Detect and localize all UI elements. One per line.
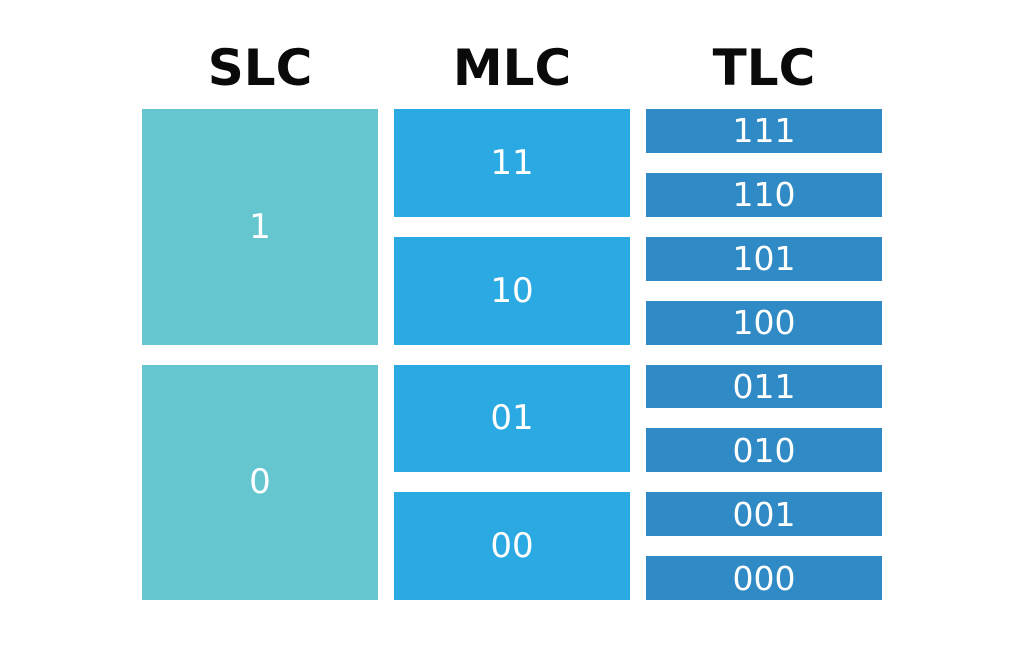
tlc-cell: 111: [646, 109, 882, 153]
tlc-cell-value: 111: [732, 111, 796, 151]
tlc-cell: 110: [646, 172, 882, 217]
tlc-cell-value: 100: [732, 303, 796, 343]
mlc-cell: 11: [394, 109, 630, 217]
tlc-column: 111 110 101 100 011 010 001 000: [646, 109, 882, 600]
mlc-column: 11 10 01 00: [394, 109, 630, 600]
slc-cell: 1: [142, 109, 378, 345]
tlc-cell-value: 001: [732, 494, 796, 534]
tlc-cell-value: 101: [732, 239, 796, 279]
mlc-cell: 00: [394, 492, 630, 600]
slc-cell-value: 0: [249, 462, 271, 503]
tlc-cell: 001: [646, 492, 882, 537]
mlc-title: MLC: [452, 39, 572, 97]
slc-cell: 0: [142, 364, 378, 600]
tlc-cell: 011: [646, 364, 882, 409]
mlc-cell-value: 01: [490, 398, 534, 439]
tlc-cell: 100: [646, 300, 882, 345]
slc-title: SLC: [207, 39, 313, 97]
tlc-cell-value: 110: [732, 175, 796, 215]
mlc-cell-value: 10: [490, 270, 534, 311]
tlc-title: TLC: [712, 39, 816, 97]
mlc-cell-value: 11: [490, 142, 534, 183]
tlc-cell: 010: [646, 428, 882, 473]
tlc-cell: 101: [646, 236, 882, 281]
tlc-cell-value: 011: [732, 366, 796, 406]
mlc-cell-value: 00: [490, 526, 534, 567]
mlc-cell: 01: [394, 364, 630, 473]
mlc-cell: 10: [394, 236, 630, 345]
tlc-cell-value: 000: [732, 558, 796, 598]
slc-cell-value: 1: [249, 206, 271, 247]
tlc-cell-value: 010: [732, 430, 796, 470]
tlc-cell: 000: [646, 556, 882, 600]
